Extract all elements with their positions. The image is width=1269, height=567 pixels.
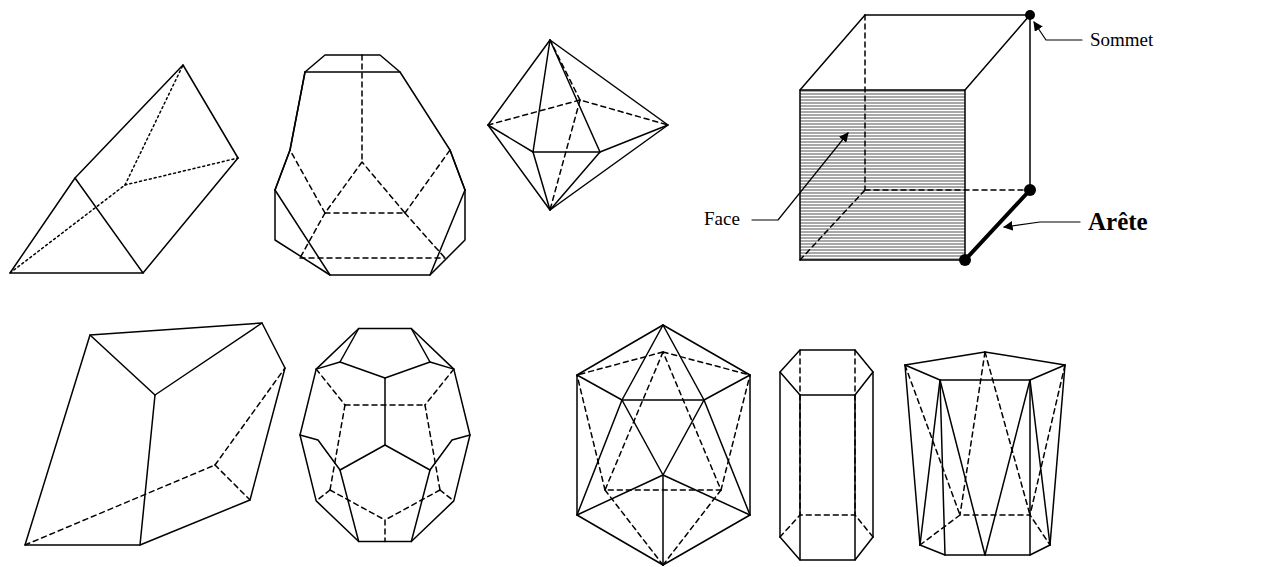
vertex-dot <box>959 254 971 266</box>
leader-line <box>1034 22 1082 40</box>
leader-lines <box>752 22 1082 227</box>
leader-line <box>752 133 848 220</box>
leader-line <box>1004 222 1080 227</box>
callout-label: Arête <box>1088 207 1148 237</box>
irregular-prism <box>25 323 285 545</box>
triangular-prism <box>10 65 238 273</box>
hexagonal-antiprism <box>905 352 1065 555</box>
vertex-dot <box>1024 184 1036 196</box>
callout-label: Face <box>704 208 740 231</box>
vertex-dot <box>1025 10 1035 20</box>
cube <box>800 10 1036 266</box>
octahedron <box>488 40 668 210</box>
callout-label: Sommet <box>1090 29 1153 52</box>
dodecahedron <box>300 329 470 542</box>
truncated-tetrahedron <box>275 55 465 275</box>
hexagonal-prism <box>780 350 873 560</box>
shaded-face <box>800 90 965 260</box>
icosahedron <box>577 325 750 565</box>
